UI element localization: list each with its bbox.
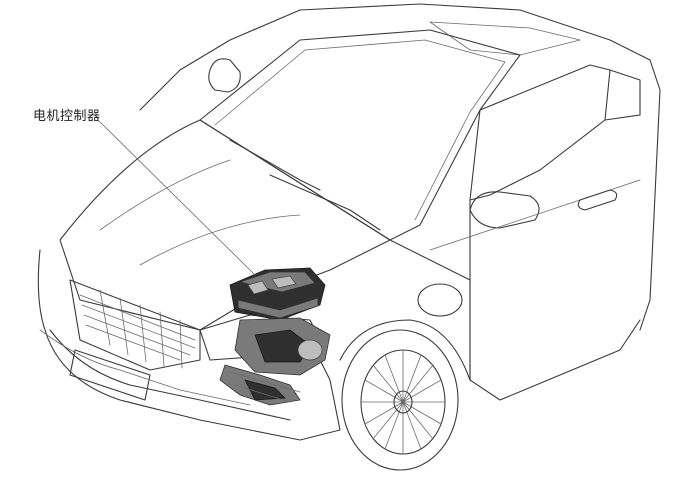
hood-crease [99,159,301,266]
wheel-arch [339,319,471,381]
side-mirror [469,191,540,229]
wiper-left [229,139,321,191]
door-handle [577,189,618,211]
motor-controller [229,267,326,321]
wheel-spokes [360,349,446,455]
front-bumper [37,249,341,441]
wheel-hub [393,390,413,414]
front-fender [389,239,471,381]
grille-frame [69,279,201,371]
bumper-lower [49,329,291,421]
side-window-rear [604,69,641,121]
lower-intake [39,329,251,406]
callout-label-motor-controller: 电机控制器 [33,109,101,124]
left-mirror [208,58,241,93]
sunroof [429,21,581,56]
roof-edge [139,9,301,111]
front-door [469,199,641,401]
windshield-inner [214,39,506,221]
wiper-right [269,174,381,231]
callout-leader-line [97,119,256,276]
side-window-front [469,64,611,201]
grille-slats [79,289,196,369]
hood [59,119,391,331]
license-plate [69,349,151,401]
electric-motor [219,317,331,406]
roof-outline [299,3,661,331]
charge-port-cover [417,283,463,317]
windshield [199,29,521,241]
front-wheel-tire [341,329,459,471]
